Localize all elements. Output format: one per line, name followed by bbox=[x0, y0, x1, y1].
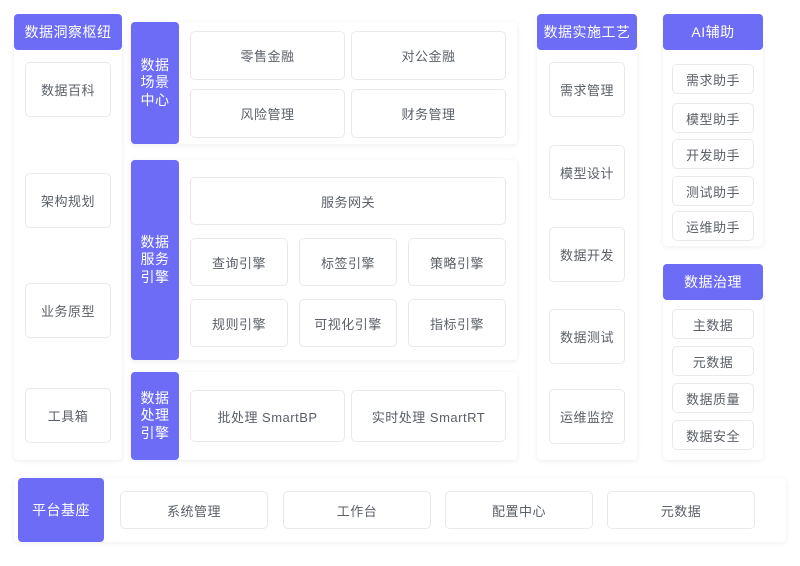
service-engine-header-label: 数据 服务 引擎 bbox=[140, 234, 170, 285]
service-engine-item-1[interactable]: 查询引擎 bbox=[190, 238, 288, 286]
insight-hub-item-3[interactable]: 业务原型 bbox=[25, 283, 111, 338]
insight-hub-item-4[interactable]: 工具箱 bbox=[25, 388, 111, 443]
implementation-craft-item-5[interactable]: 运维监控 bbox=[549, 389, 625, 444]
ai-assist-item-3[interactable]: 开发助手 bbox=[672, 139, 754, 169]
insight-hub-header: 数据洞察枢纽 bbox=[14, 14, 122, 50]
platform-base-item-4[interactable]: 元数据 bbox=[607, 491, 755, 529]
ai-assist-header: AI辅助 bbox=[663, 14, 763, 50]
service-engine-item-6[interactable]: 指标引擎 bbox=[408, 299, 506, 347]
data-governance-item-4[interactable]: 数据安全 bbox=[672, 420, 754, 450]
insight-hub-item-2[interactable]: 架构规划 bbox=[25, 173, 111, 228]
ai-assist-item-4[interactable]: 测试助手 bbox=[672, 176, 754, 206]
data-governance-item-3[interactable]: 数据质量 bbox=[672, 383, 754, 413]
service-gateway-tile[interactable]: 服务网关 bbox=[190, 177, 506, 225]
implementation-craft-item-4[interactable]: 数据测试 bbox=[549, 309, 625, 364]
ai-assist-item-1[interactable]: 需求助手 bbox=[672, 64, 754, 94]
service-engine-item-2[interactable]: 标签引擎 bbox=[299, 238, 397, 286]
implementation-craft-header: 数据实施工艺 bbox=[537, 14, 637, 50]
insight-hub-item-1[interactable]: 数据百科 bbox=[25, 62, 111, 117]
ai-assist-item-2[interactable]: 模型助手 bbox=[672, 103, 754, 133]
platform-base-header: 平台基座 bbox=[18, 478, 104, 542]
service-engine-item-3[interactable]: 策略引擎 bbox=[408, 238, 506, 286]
scene-center-header-label: 数据 场景 中心 bbox=[140, 57, 170, 108]
data-governance-item-1[interactable]: 主数据 bbox=[672, 309, 754, 339]
scene-center-item-3[interactable]: 风险管理 bbox=[190, 89, 345, 138]
processing-engine-item-2[interactable]: 实时处理 SmartRT bbox=[351, 390, 506, 442]
platform-base-item-2[interactable]: 工作台 bbox=[283, 491, 431, 529]
implementation-craft-item-1[interactable]: 需求管理 bbox=[549, 62, 625, 117]
data-governance-item-2[interactable]: 元数据 bbox=[672, 346, 754, 376]
implementation-craft-item-3[interactable]: 数据开发 bbox=[549, 227, 625, 282]
data-governance-header: 数据治理 bbox=[663, 264, 763, 300]
scene-center-item-2[interactable]: 对公金融 bbox=[351, 31, 506, 80]
platform-base-item-1[interactable]: 系统管理 bbox=[120, 491, 268, 529]
processing-engine-item-1[interactable]: 批处理 SmartBP bbox=[190, 390, 345, 442]
scene-center-item-1[interactable]: 零售金融 bbox=[190, 31, 345, 80]
platform-base-item-3[interactable]: 配置中心 bbox=[445, 491, 593, 529]
scene-center-item-4[interactable]: 财务管理 bbox=[351, 89, 506, 138]
service-engine-item-5[interactable]: 可视化引擎 bbox=[299, 299, 397, 347]
service-engine-item-4[interactable]: 规则引擎 bbox=[190, 299, 288, 347]
scene-center-header: 数据 场景 中心 bbox=[131, 22, 179, 144]
ai-assist-item-5[interactable]: 运维助手 bbox=[672, 211, 754, 241]
service-engine-header: 数据 服务 引擎 bbox=[131, 160, 179, 360]
processing-engine-header-label: 数据 处理 引擎 bbox=[140, 390, 170, 441]
implementation-craft-item-2[interactable]: 模型设计 bbox=[549, 145, 625, 200]
processing-engine-header: 数据 处理 引擎 bbox=[131, 372, 179, 460]
